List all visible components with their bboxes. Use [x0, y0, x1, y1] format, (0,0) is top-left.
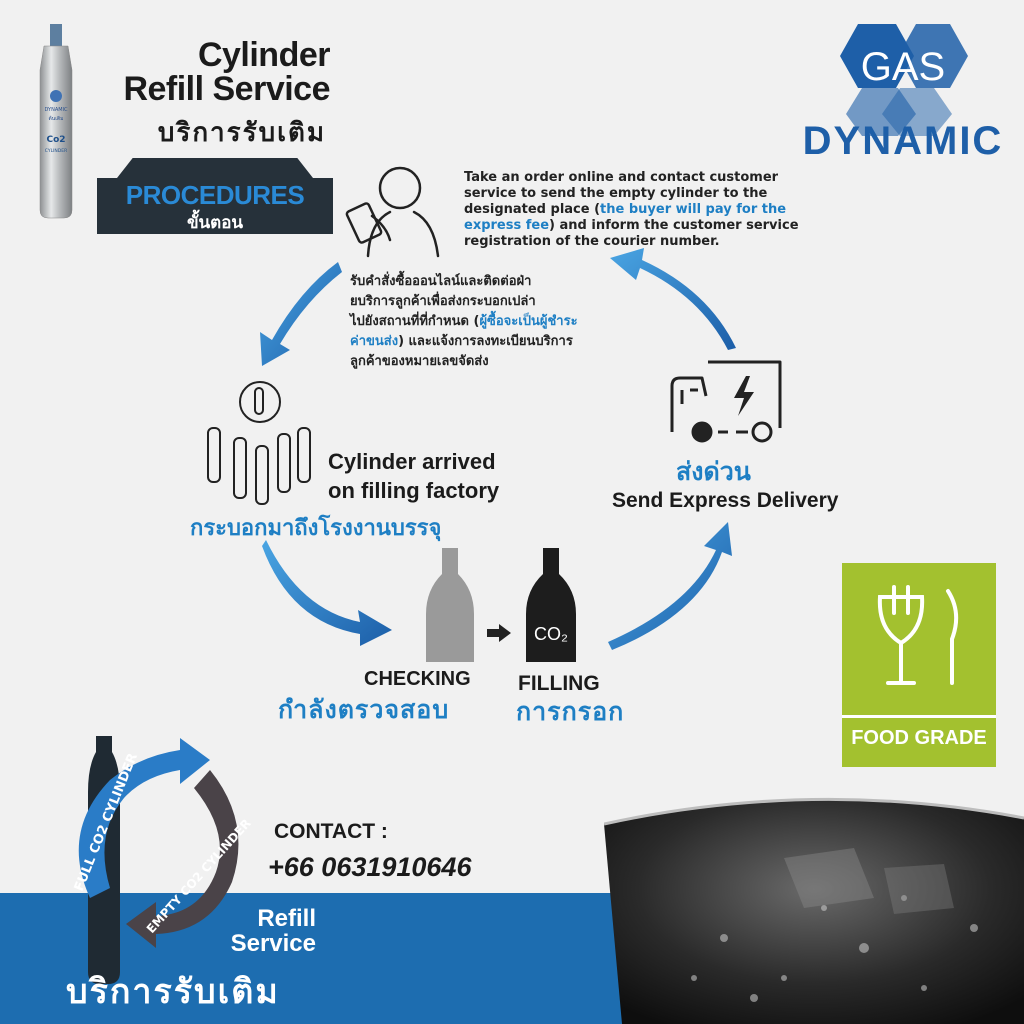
step2-english: Cylinder arrived on filling factory: [328, 447, 499, 505]
arrow-step4-to-step1: [610, 248, 736, 350]
footer-thai: บริการรับเติม: [66, 972, 280, 1012]
procedures-label-thai: ขั้นตอน: [186, 213, 244, 233]
cylinder-brand-text: DYNAMIC: [44, 107, 68, 113]
logo-dynamic-text: DYNAMIC: [803, 119, 1004, 163]
person-tablet-icon: [345, 166, 440, 258]
delivery-truck-icon: [670, 360, 782, 443]
step1-th-line3-pre: ไปยังสถานที่ที่กำหนด (: [350, 314, 480, 329]
step2-line1: Cylinder arrived: [328, 449, 496, 474]
footer-refill-service: Refill Service: [206, 906, 316, 956]
footer-line2: Service: [230, 930, 316, 957]
food-grade-label: FOOD GRADE: [851, 727, 987, 749]
step1-th-line4-post: ) และแจ้งการลงทะเบียนบริการ: [398, 334, 573, 349]
glass-fork-knife-icon: [877, 585, 959, 685]
cola-glass-image: [604, 797, 1024, 1024]
food-grade-badge: FOOD GRADE: [842, 563, 996, 767]
step1-th-line5: ลูกค้าของหมายเลขจัดส่ง: [350, 354, 489, 369]
co2-cylinder-image: DYNAMIC ต้นเติม Co2 CYLINDER: [39, 24, 73, 219]
food-grade-divider: [842, 715, 996, 718]
filling-label: FILLING: [518, 672, 600, 695]
step1-en-highlight: the buyer will pay for the express fee: [464, 202, 787, 233]
refill-cycle-graphic: FULL CO2 CYLINDER EMPTY CO2 CYLINDER: [72, 736, 254, 984]
step1-thai: รับคำสั่งซื้อออนไลน์และติดต่อฝ่า ยบริการ…: [350, 272, 680, 372]
step1-english: Take an order online and contact custome…: [464, 170, 834, 250]
cylinder-label2: CYLINDER: [45, 148, 67, 154]
filling-thai: การกรอก: [516, 697, 625, 726]
step4-thai: ส่งด่วน: [676, 457, 751, 486]
checking-label: CHECKING: [364, 668, 471, 690]
step4-english: Send Express Delivery: [612, 489, 839, 512]
cylinder-thai-text: ต้นเติม: [49, 115, 64, 122]
checking-bottle-icon: [426, 548, 474, 662]
title-line1: Cylinder: [197, 36, 331, 74]
procedures-box-top: [117, 158, 313, 178]
step2-thai: กระบอกมาถึงโรงงานบรรจุ: [190, 516, 442, 541]
step1-en-pre: Take an order online and contact custome…: [464, 170, 779, 217]
title-line2: Refill Service: [123, 70, 330, 108]
step1-th-line3-highlight: ผู้ซื้อจะเป็นผู้ชำระ: [479, 314, 578, 329]
footer-line1: Refill: [257, 905, 316, 932]
contact-phone[interactable]: +66 0631910646: [268, 852, 472, 882]
title-block: Cylinder Refill Service: [100, 38, 330, 106]
gas-dynamic-logo: GAS DYNAMIC: [803, 24, 1004, 163]
contact-label: CONTACT :: [274, 820, 388, 843]
step1-th-line4-highlight: ค่าขนส่ง: [350, 334, 399, 349]
procedures-label: PROCEDURES: [125, 180, 305, 210]
checking-thai: กำลังตรวจสอบ: [278, 695, 450, 724]
title-thai: บริการรับเติม: [157, 118, 326, 148]
filling-bottle-label: CO₂: [534, 624, 568, 644]
logo-gas-text: GAS: [861, 45, 945, 89]
step1-en-post: ) and inform the customer service regist…: [464, 218, 799, 249]
factory-cylinders-icon: [207, 381, 311, 505]
procedures-box: PROCEDURES ขั้นตอน: [97, 178, 333, 234]
step1-th-line1: รับคำสั่งซื้อออนไลน์และติดต่อฝ่า: [350, 274, 532, 289]
step2-line2: on filling factory: [328, 478, 500, 503]
arrow-right-icon: [487, 624, 511, 642]
arrow-step3-to-step4: [608, 522, 732, 650]
step1-th-line2: ยบริการลูกค้าเพื่อส่งกระบอกเปล่า: [350, 294, 536, 309]
arrow-step1-to-step2: [260, 262, 342, 366]
cylinder-co2-label: Co2: [46, 135, 65, 145]
arrow-step2-to-step3: [262, 540, 392, 646]
filling-bottle-icon: CO₂: [526, 548, 576, 662]
